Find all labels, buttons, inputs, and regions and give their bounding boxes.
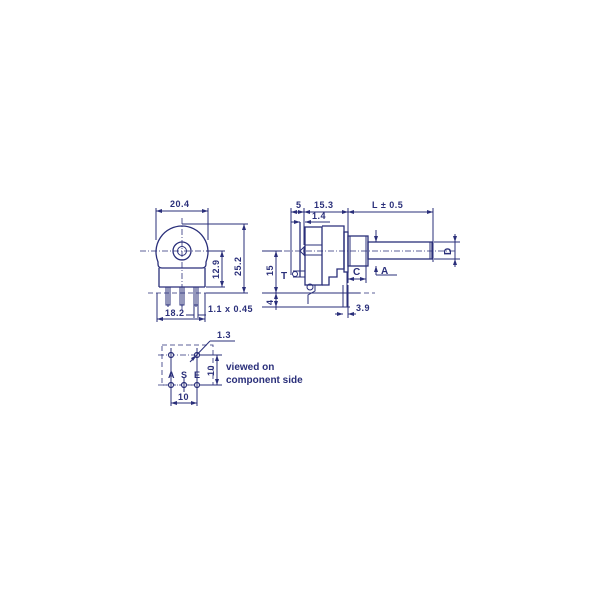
- dim-hole-1-3: 1.3: [217, 330, 231, 340]
- label-D: D: [443, 248, 454, 255]
- dim-pitch-h: 10: [178, 392, 189, 402]
- label-A: A: [381, 266, 388, 277]
- dim-20-4: 20.4: [170, 199, 190, 209]
- pin-S-label: S: [181, 370, 188, 380]
- front-pins: [165, 286, 199, 307]
- dim-5: 5: [296, 200, 302, 210]
- pin-A-label: A: [168, 370, 175, 380]
- dim-25-2: 25.2: [233, 256, 243, 276]
- label-C: C: [353, 267, 360, 278]
- dim-3-9: 3.9: [356, 303, 370, 313]
- dim-1-4: 1.4: [312, 211, 326, 221]
- note-line-2: component side: [226, 375, 303, 386]
- note-line-1: viewed on: [226, 362, 274, 373]
- dim-18-2: 18.2: [165, 308, 185, 318]
- label-T: T: [281, 271, 287, 282]
- dim-pitch-v: 10: [206, 365, 216, 376]
- pin-layout-view: A S E 1.3 10 10 viewed on component side: [158, 330, 303, 406]
- dim-15-3: 15.3: [314, 200, 334, 210]
- dim-12-9: 12.9: [211, 259, 221, 279]
- dim-4: 4: [265, 299, 275, 305]
- side-view: 5 15.3 L ± 0.5 1.4 T: [262, 200, 460, 318]
- front-view: 20.4 12.9: [140, 199, 253, 322]
- dim-15: 15: [265, 265, 275, 276]
- dim-shaft-length: L ± 0.5: [372, 200, 403, 210]
- dim-pin-size: 1.1 x 0.45: [208, 304, 253, 314]
- pin-E-label: E: [194, 370, 201, 380]
